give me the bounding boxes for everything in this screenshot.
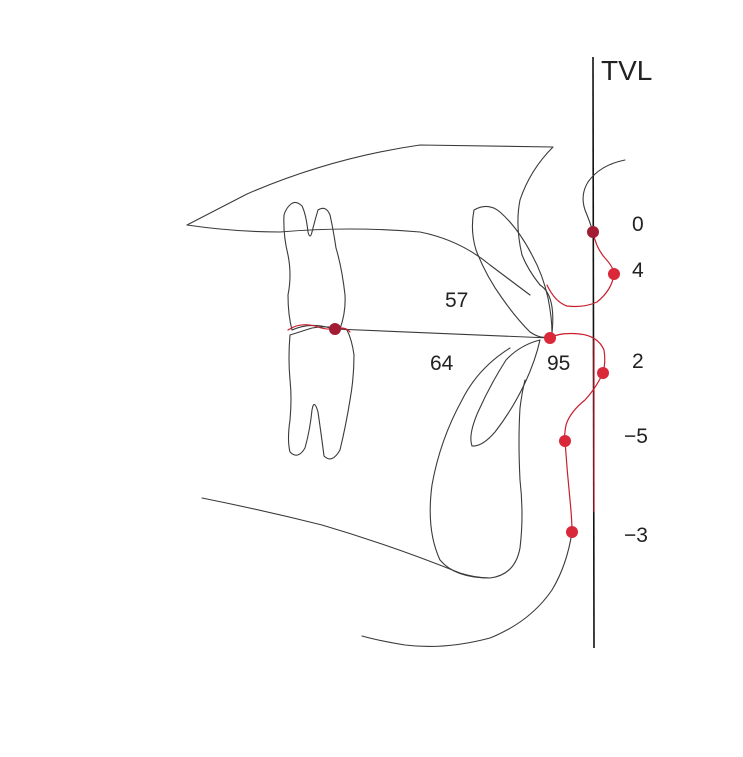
mandible-border xyxy=(201,497,491,579)
measurement-label: 4 xyxy=(632,259,644,282)
landmark-lower-lip xyxy=(597,367,609,379)
landmark-soft-tissue-b xyxy=(559,435,571,447)
angle-label-upper-incisor: 57 xyxy=(445,289,468,312)
measurement-label: −5 xyxy=(624,425,648,448)
nose-outline xyxy=(582,159,626,233)
measurement-label: 2 xyxy=(632,350,644,373)
upper-incisor-outline xyxy=(471,205,553,338)
symphysis-outline xyxy=(429,347,526,579)
measurement-label: −3 xyxy=(624,524,648,547)
landmark-incisal xyxy=(544,332,556,344)
soft-tissue-chin xyxy=(361,531,573,648)
landmark-upper-lip xyxy=(608,268,620,280)
upper-incisor-crown xyxy=(539,284,554,334)
landmark-subnasale xyxy=(587,226,599,238)
angle-label-interincisal: 95 xyxy=(547,352,570,375)
landmark-soft-tissue-pogonion xyxy=(566,526,578,538)
upper-molar-outline xyxy=(283,201,346,331)
landmark-molar xyxy=(329,323,341,335)
soft-tissue-profile-upper xyxy=(546,231,615,308)
soft-tissue-profile-lower xyxy=(564,372,604,533)
maxilla-outline xyxy=(186,144,554,286)
occlusal-line xyxy=(334,328,551,339)
molar-occlusal-red xyxy=(287,324,351,333)
angle-label-lower-incisor: 64 xyxy=(430,352,454,375)
palatal-plane xyxy=(186,224,531,296)
measurement-label: 0 xyxy=(632,213,644,236)
lip-contact-profile xyxy=(549,332,606,374)
lower-incisor-outline xyxy=(470,339,541,447)
lower-molar-outline xyxy=(287,326,355,460)
tvl-label: TVL xyxy=(601,55,652,86)
